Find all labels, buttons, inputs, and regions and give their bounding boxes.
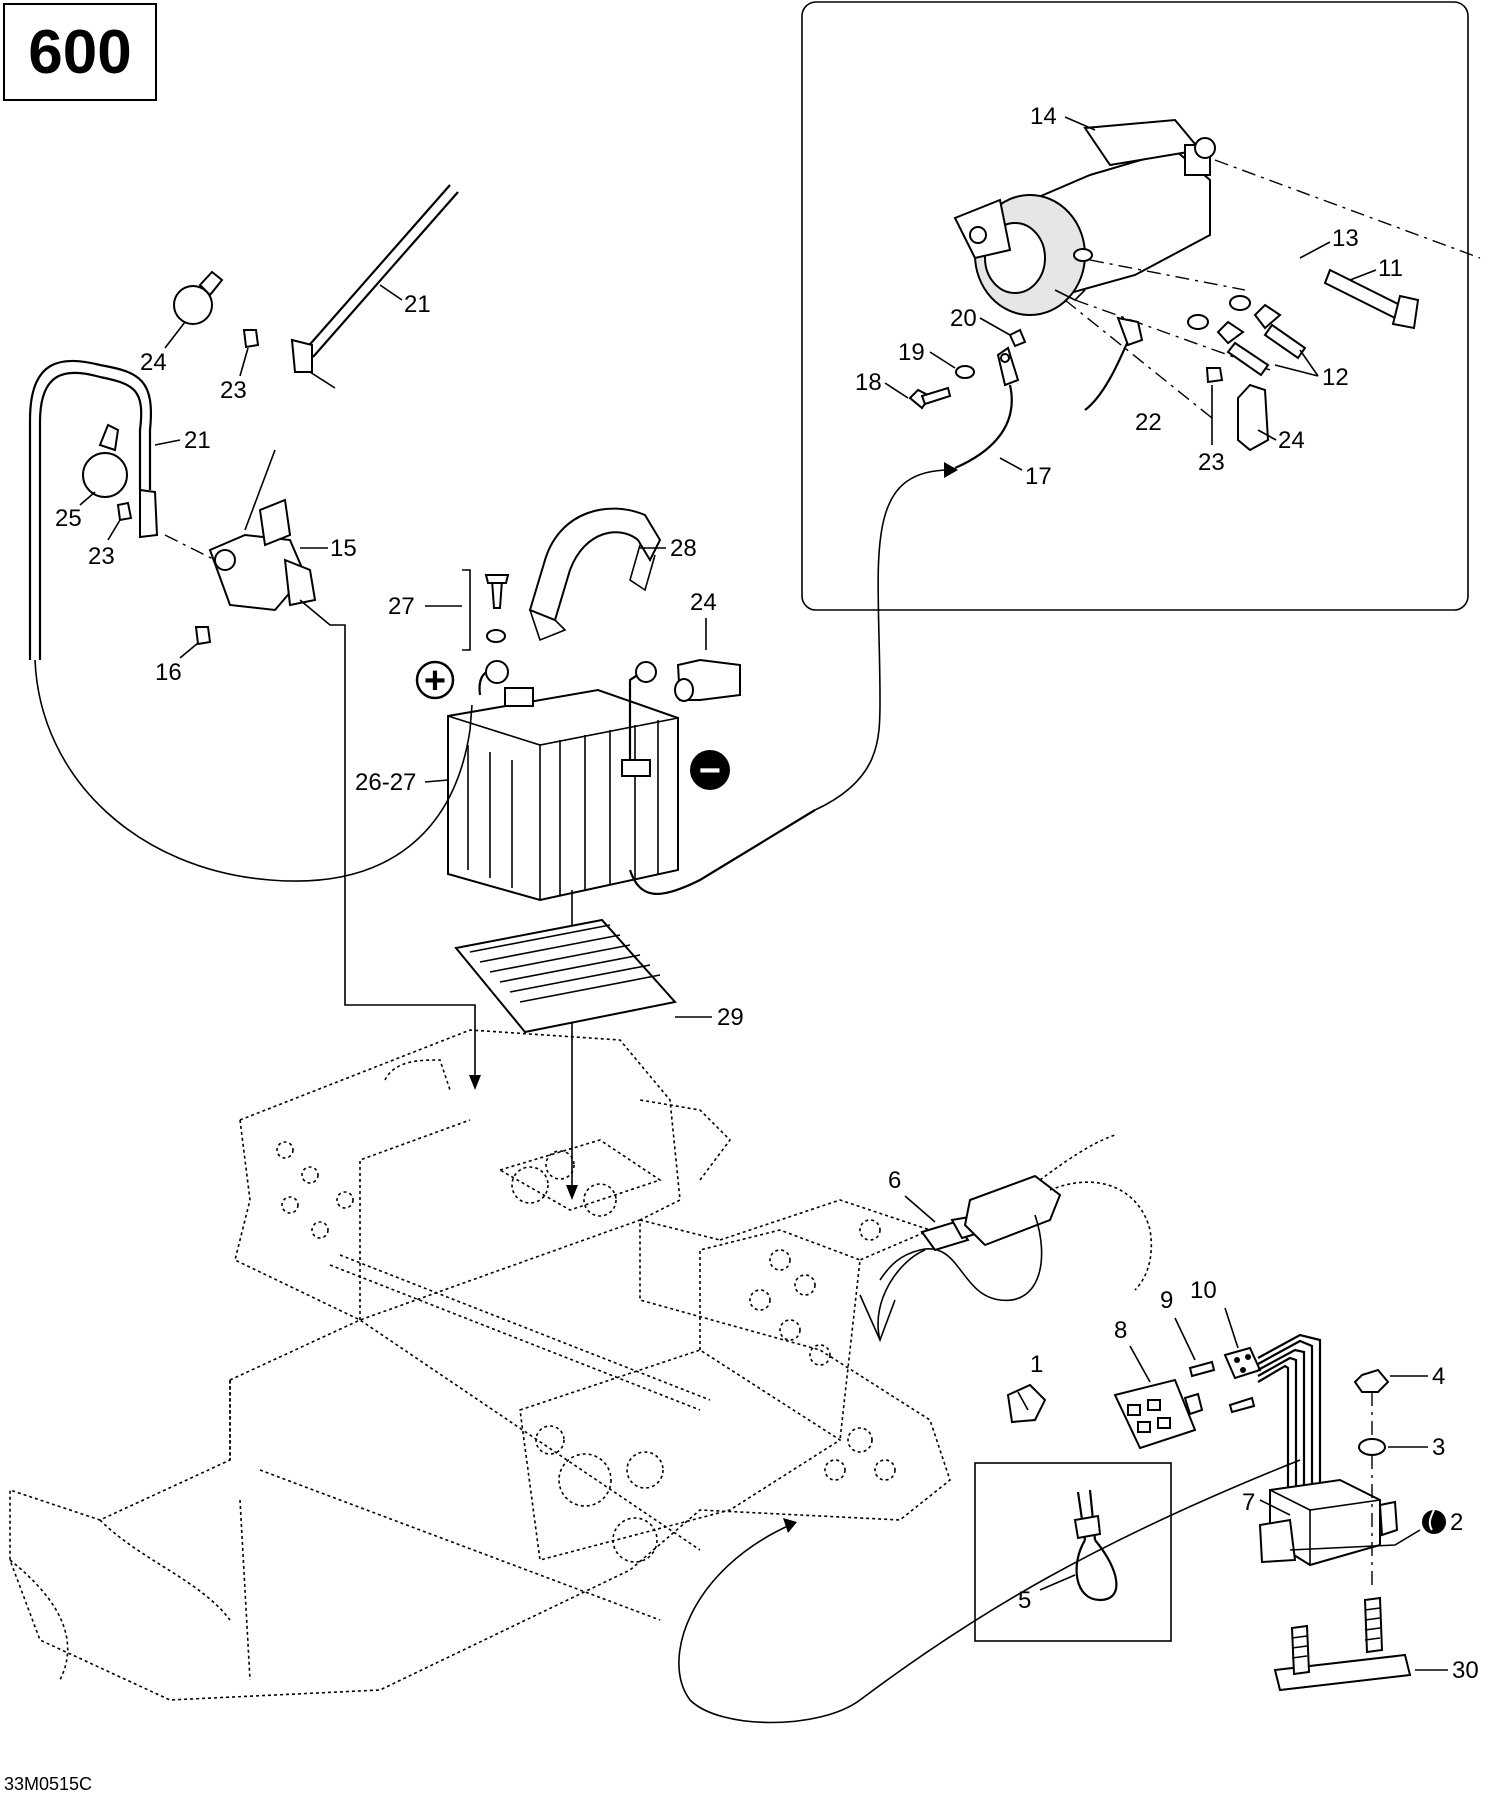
solenoid-15 <box>164 449 476 1080</box>
callout-7: 7 <box>1242 1489 1255 1516</box>
callout-22-upper: 21 <box>404 291 431 318</box>
nut-4 <box>1353 1368 1390 1393</box>
callout-19: 19 <box>898 339 925 366</box>
bolt-11 <box>1323 268 1420 330</box>
nut-23-upper <box>242 329 260 349</box>
callout-13: 13 <box>1332 225 1359 252</box>
tie-wrap-5 <box>1073 1489 1118 1602</box>
callout-24-right: 24 <box>690 589 717 616</box>
connector-8 <box>1113 1378 1204 1450</box>
callout-24-upper: 24 <box>140 349 167 376</box>
bracket-27 <box>462 569 471 651</box>
positive-sign: + <box>424 660 446 702</box>
battery <box>447 660 679 902</box>
alignment-line <box>1214 159 1481 259</box>
starter-inset-frame <box>801 1 1469 611</box>
callout-11: 11 <box>1378 255 1403 282</box>
adhesive-drop-icon <box>1422 1509 1446 1534</box>
nut-23 <box>1205 367 1224 384</box>
lockwasher-20 <box>1008 328 1027 348</box>
callout-12: 12 <box>1322 364 1349 391</box>
callout-1: 1 <box>1030 1351 1043 1378</box>
boot-25 <box>82 423 128 498</box>
chassis-frame <box>9 1029 951 1701</box>
washer-3 <box>1358 1438 1386 1456</box>
callout-3: 3 <box>1432 1434 1445 1461</box>
model-number-box: 600 <box>3 3 157 101</box>
negative-sign: − <box>699 750 721 792</box>
battery-strap-28 <box>528 507 662 642</box>
callout-8: 8 <box>1114 1317 1127 1344</box>
screw-27 <box>484 574 510 609</box>
callout-4: 4 <box>1432 1363 1445 1390</box>
drawing-code: 33M0515C <box>4 1774 93 1794</box>
nut-16 <box>194 626 212 646</box>
washer-13 <box>1073 248 1093 262</box>
callout-5: 5 <box>1018 1587 1031 1614</box>
cable-21 <box>28 359 159 660</box>
callout-21: 21 <box>184 427 211 454</box>
callout-29: 29 <box>717 1004 744 1031</box>
voltage-regulator-7 <box>1257 1333 1399 1567</box>
alignment-line <box>1074 299 1271 371</box>
battery-pad-29 <box>454 918 677 1034</box>
callout-17: 17 <box>1025 463 1052 490</box>
washer-27 <box>486 629 506 643</box>
cable-17 <box>954 346 1020 470</box>
callout-14: 14 <box>1030 103 1057 130</box>
boot-24-upper <box>173 270 224 325</box>
callout-20: 20 <box>950 305 977 332</box>
callout-30: 30 <box>1452 1657 1479 1684</box>
nut-23-mid <box>116 501 133 522</box>
cable-17-route <box>814 469 951 811</box>
cable-22-inset <box>1084 316 1144 411</box>
washer <box>1187 314 1209 330</box>
bolt-18 <box>908 386 952 410</box>
fuse-holder <box>859 1134 1153 1343</box>
alignment-line <box>1089 259 1246 291</box>
negative-cable <box>628 809 816 895</box>
callout-24-inset: 24 <box>1278 427 1305 454</box>
mounting-plate-30 <box>1273 1596 1412 1692</box>
starter-motor <box>953 118 1216 316</box>
negative-symbol <box>690 750 730 790</box>
boot-24 <box>1237 383 1270 452</box>
alignment-line <box>1064 299 1213 419</box>
callout-25: 25 <box>55 505 82 532</box>
callout-16: 16 <box>155 659 182 686</box>
model-number: 600 <box>28 17 132 87</box>
callout-2: 2 <box>1450 1509 1463 1536</box>
callout-27: 27 <box>388 593 415 620</box>
callout-26-27: 26-27 <box>355 769 416 796</box>
callout-9: 9 <box>1160 1287 1173 1314</box>
positive-symbol <box>415 660 455 700</box>
clip-1 <box>1006 1383 1047 1424</box>
callout-23-inset: 23 <box>1198 449 1225 476</box>
callout-22-inset: 22 <box>1135 409 1162 436</box>
callout-10: 10 <box>1190 1277 1217 1304</box>
callout-23-mid: 23 <box>88 543 115 570</box>
cable-22-upper <box>290 184 459 389</box>
callout-18: 18 <box>855 369 882 396</box>
callout-15: 15 <box>330 535 357 562</box>
connector-10 <box>1223 1346 1262 1380</box>
bolt-12 <box>1216 303 1307 377</box>
callout-23-upper: 23 <box>220 377 247 404</box>
washer-19 <box>955 365 975 379</box>
washer <box>1229 295 1251 311</box>
cable-21-route <box>34 659 473 882</box>
pins-9 <box>1188 1360 1256 1414</box>
callout-6: 6 <box>888 1167 901 1194</box>
boot-24-right <box>674 658 741 702</box>
tie-wrap-inset <box>974 1462 1172 1642</box>
callout-28: 28 <box>670 535 697 562</box>
ground-cable-route <box>678 1459 1301 1724</box>
